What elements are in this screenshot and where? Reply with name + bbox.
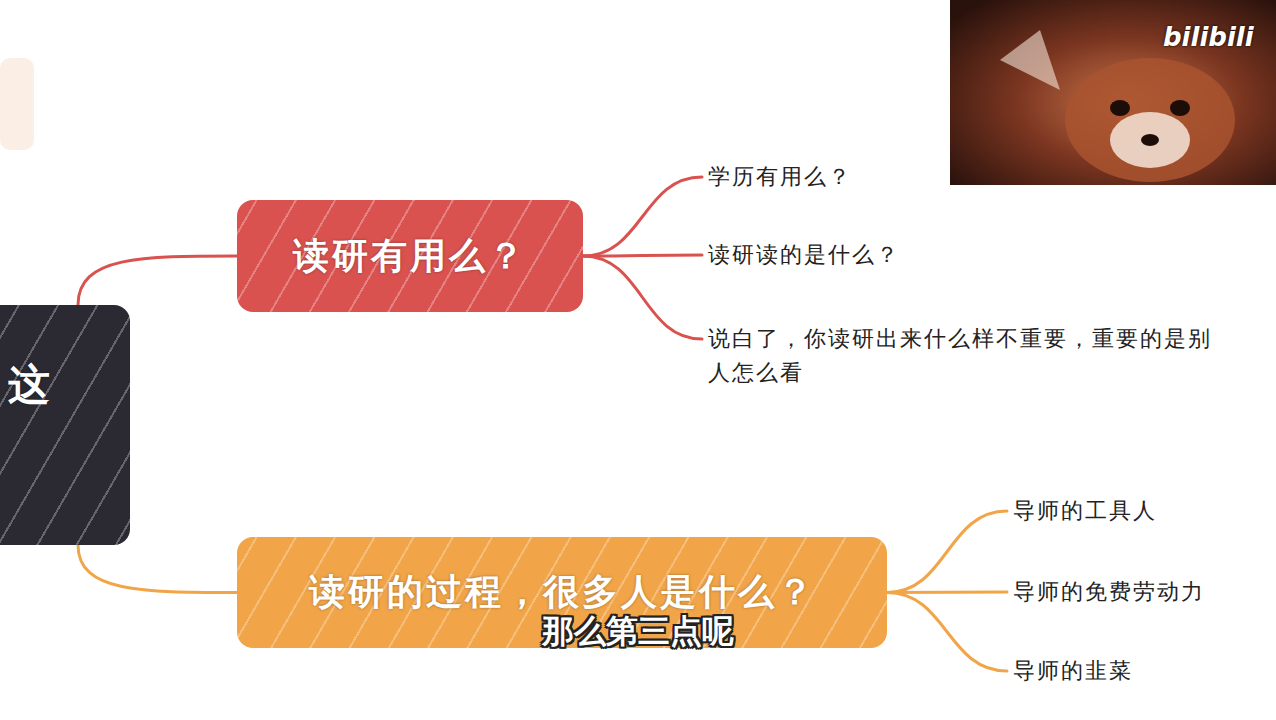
central-topic: 这	[0, 305, 130, 545]
central-title: 这	[8, 357, 53, 413]
branch-connector	[78, 256, 237, 305]
faint-panel	[0, 58, 34, 150]
red-panda-muzzle	[1110, 112, 1190, 168]
webcam-overlay	[950, 0, 1276, 185]
topic-box: 读研的过程，很多人是什么？	[237, 537, 887, 648]
branch-label: 导师的韭菜	[1013, 654, 1133, 688]
red-panda-ear	[1000, 30, 1060, 90]
branch-connector	[78, 545, 237, 593]
branch-label: 读研读的是什么？	[708, 238, 900, 272]
branch-label: 导师的免费劳动力	[1013, 575, 1205, 609]
red-panda-head	[1065, 58, 1235, 182]
branch-connector	[583, 255, 702, 256]
branch-label: 说白了，你读研出来什么样不重要，重要的是别人怎么看	[708, 322, 1228, 390]
branch-connector	[887, 591, 1007, 595]
topic-title: 读研的过程，很多人是什么？	[309, 568, 816, 617]
branch-label: 导师的工具人	[1013, 494, 1157, 528]
branch-text: 导师的免费劳动力	[1013, 575, 1205, 609]
branch-connector	[583, 256, 702, 339]
branch-text: 导师的韭菜	[1013, 654, 1133, 688]
red-panda-nose	[1141, 134, 1159, 146]
topic-box: 读研有用么？	[237, 200, 583, 312]
red-panda-eye	[1170, 100, 1190, 116]
branch-text: 说白了，你读研出来什么样不重要，重要的是别人怎么看	[708, 322, 1228, 390]
branch-label: 学历有用么？	[708, 160, 852, 194]
branch-text: 学历有用么？	[708, 160, 852, 194]
branch-text: 导师的工具人	[1013, 494, 1157, 528]
branch-text: 读研读的是什么？	[708, 238, 900, 272]
branch-connector	[887, 593, 1007, 672]
branch-connector	[583, 177, 702, 256]
red-panda-eye	[1110, 100, 1130, 116]
watermark: bilibili	[1163, 22, 1254, 52]
topic-title: 读研有用么？	[293, 232, 527, 281]
branch-connector	[887, 511, 1007, 593]
